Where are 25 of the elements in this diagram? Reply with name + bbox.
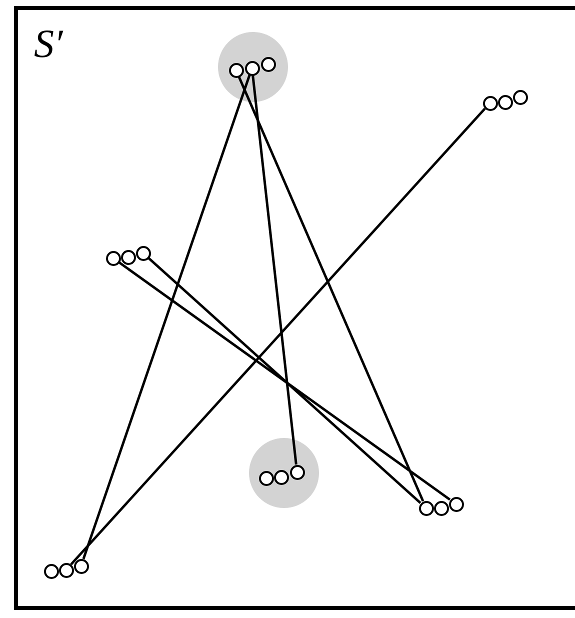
vertex-circle (498, 94, 512, 110)
vertex-circle (244, 60, 260, 76)
vertex-circle (274, 470, 288, 484)
connector-line (238, 76, 424, 502)
vertex-circle (448, 496, 464, 512)
vertex-circle (106, 250, 120, 266)
vertex-circle (512, 90, 528, 104)
vertex-circle (74, 558, 88, 574)
connector-line (148, 257, 422, 504)
vertex-circle (482, 96, 498, 110)
connector-line (82, 74, 251, 560)
vertex-circle (120, 250, 136, 264)
connector-line (252, 75, 298, 465)
vertex-circle (58, 562, 74, 578)
space-label: S′ (34, 24, 63, 64)
vertex-circle (136, 246, 150, 260)
vertex-circle (44, 564, 58, 578)
vertex-circle (434, 500, 448, 516)
connector-line (70, 108, 486, 566)
vertex-circle (290, 464, 304, 480)
vertex-circle (228, 62, 244, 78)
connector-line (118, 261, 451, 501)
vertex-circle (418, 500, 434, 516)
vertex-circle (260, 56, 276, 72)
vertex-circle (258, 470, 274, 486)
